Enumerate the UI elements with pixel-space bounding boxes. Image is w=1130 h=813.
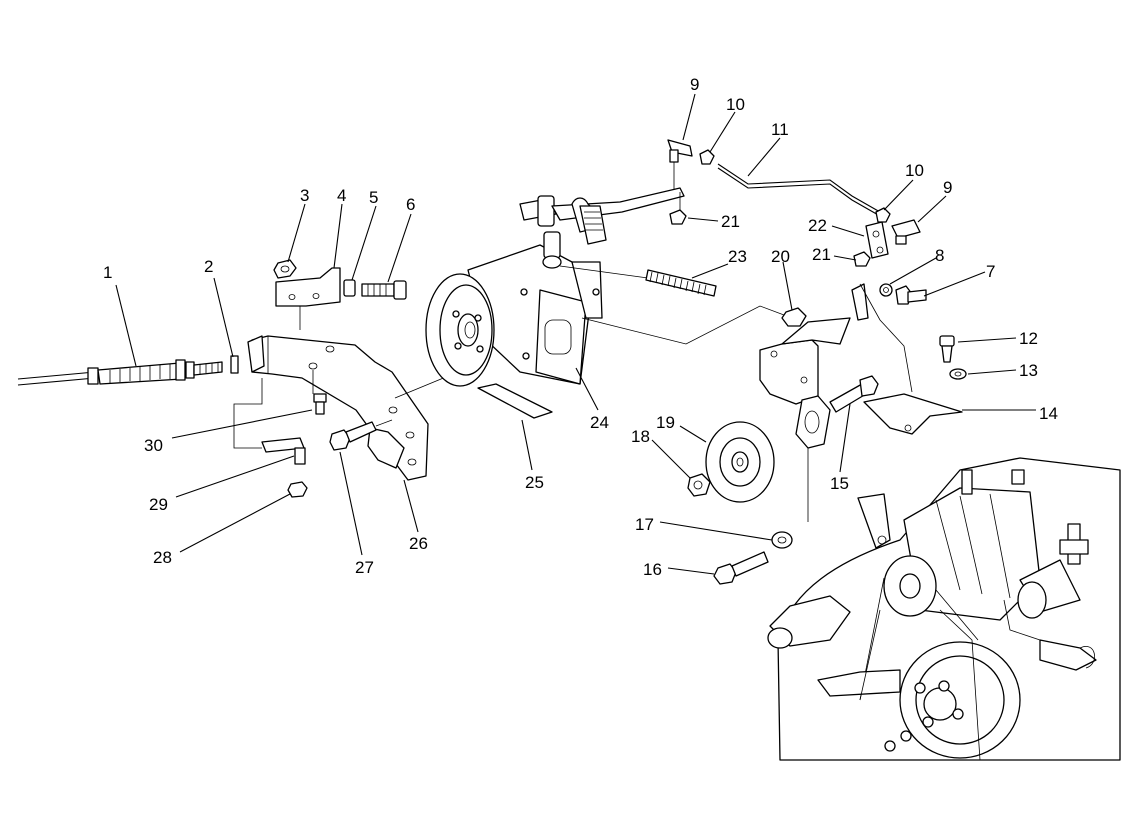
bolt-12 — [939, 335, 955, 363]
washer-17 — [771, 531, 793, 549]
hydro-pump — [425, 244, 603, 387]
hex-bolt-6 — [361, 280, 407, 300]
callout-9-right: 9 — [943, 178, 952, 197]
callout-12: 12 — [1019, 329, 1038, 348]
idler-bracket — [759, 283, 869, 405]
callout-26: 26 — [409, 534, 428, 553]
callout-29: 29 — [149, 495, 168, 514]
bolt-16 — [713, 551, 769, 585]
plate-22 — [865, 221, 889, 259]
nut-28 — [287, 481, 308, 498]
callout-30: 30 — [144, 436, 163, 455]
callout-16: 16 — [643, 560, 662, 579]
bolt-7 — [895, 285, 927, 305]
callout-2: 2 — [204, 257, 213, 276]
callout-28: 28 — [153, 548, 172, 567]
callout-labels: 1 2 3 4 5 6 7 8 9 9 10 10 11 12 13 14 15… — [103, 75, 1058, 579]
ball-joint-29 — [261, 437, 306, 465]
callout-14: 14 — [1039, 404, 1058, 423]
callout-1: 1 — [103, 263, 112, 282]
rod-end-9b — [891, 219, 921, 245]
cable-clip — [230, 355, 239, 374]
callout-21-right: 21 — [812, 245, 831, 264]
flange-nut-18 — [687, 473, 711, 497]
callout-13: 13 — [1019, 361, 1038, 380]
control-arm — [519, 187, 685, 269]
callout-3: 3 — [300, 186, 309, 205]
washer-8 — [879, 283, 893, 297]
jam-nut-10a — [699, 149, 715, 165]
callout-27: 27 — [355, 558, 374, 577]
callout-8: 8 — [935, 246, 944, 265]
callout-9-top: 9 — [690, 75, 699, 94]
callout-7: 7 — [986, 262, 995, 281]
callout-10-right: 10 — [905, 161, 924, 180]
control-rod — [717, 163, 881, 217]
callout-18: 18 — [631, 427, 650, 446]
lock-nut — [273, 259, 297, 279]
callout-21-top: 21 — [721, 212, 740, 231]
callout-25: 25 — [525, 473, 544, 492]
callout-11: 11 — [771, 120, 789, 139]
idler-arm — [795, 395, 831, 449]
callout-6: 6 — [406, 195, 415, 214]
return-spring — [559, 265, 717, 297]
callout-19: 19 — [656, 413, 675, 432]
callout-4: 4 — [337, 186, 346, 205]
callout-17: 17 — [635, 515, 654, 534]
callout-20: 20 — [771, 247, 790, 266]
nut-21b — [853, 251, 871, 267]
engine-block — [767, 457, 1121, 761]
nut-21a — [669, 209, 687, 225]
plate-14 — [863, 393, 963, 435]
bolt-15 — [829, 375, 879, 413]
mounting-plate — [275, 267, 341, 330]
rod-end-9a — [667, 139, 693, 190]
leader-lines — [115, 93, 1036, 575]
callout-10-top: 10 — [726, 95, 745, 114]
bolt-27 — [329, 421, 377, 451]
callout-15: 15 — [830, 474, 849, 493]
throttle-cable — [17, 359, 223, 386]
key-25 — [477, 383, 553, 419]
throttle-bracket — [247, 335, 429, 481]
spacer — [343, 279, 356, 297]
callout-24: 24 — [590, 413, 609, 432]
callout-22: 22 — [808, 216, 827, 235]
callout-23: 23 — [728, 247, 747, 266]
idler-pulley — [705, 421, 775, 503]
jam-nut-10b — [875, 207, 891, 223]
washer-13 — [949, 368, 967, 380]
nut-20 — [781, 307, 807, 327]
screw-30 — [313, 393, 327, 415]
callout-5: 5 — [369, 188, 378, 207]
